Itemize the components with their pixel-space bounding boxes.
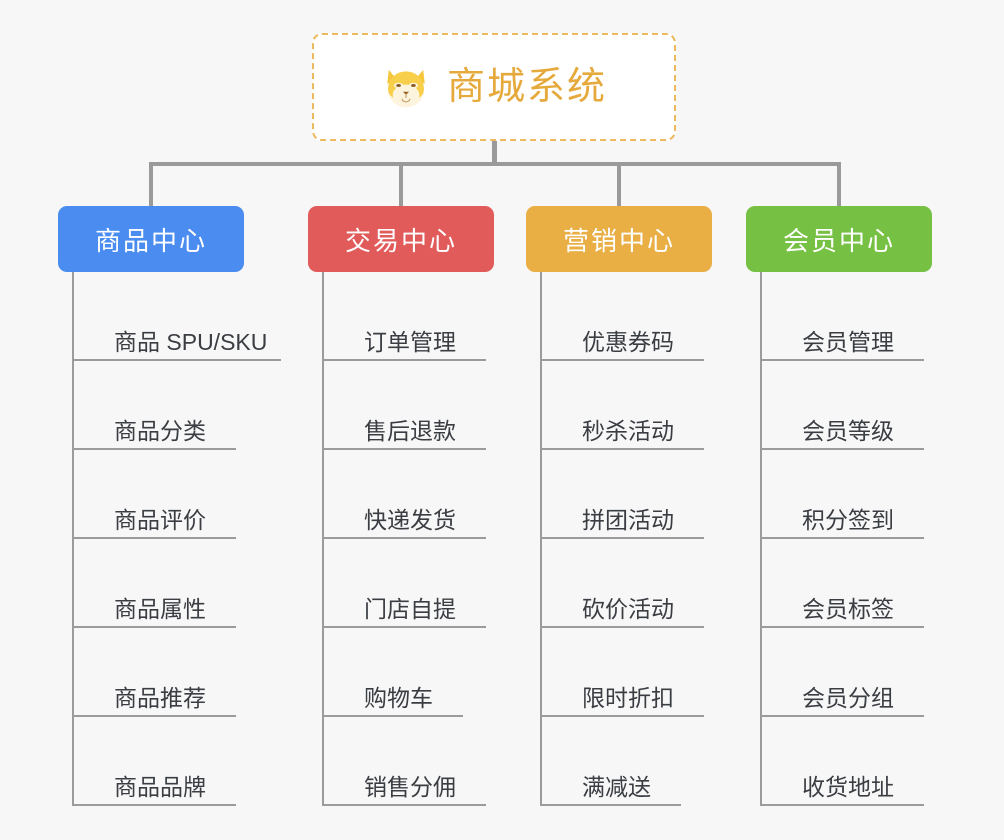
leaf-label: 销售分佣 — [364, 773, 456, 800]
branch-head-label: 交易中心 — [344, 225, 457, 256]
leaf-underline — [324, 359, 486, 361]
leaf-underline — [74, 359, 281, 361]
branch-column: 会员中心 会员管理 会员等级 积分签到 会员标签 会员分组 — [746, 206, 932, 806]
leaf-label: 订单管理 — [364, 328, 456, 355]
branch-column: 交易中心 订单管理 售后退款 快递发货 门店自提 购物车 — [308, 206, 494, 806]
leaf-underline — [542, 359, 704, 361]
list-item[interactable]: 会员分组 — [762, 628, 932, 717]
list-item[interactable]: 限时折扣 — [542, 628, 712, 717]
leaf-label: 商品评价 — [114, 506, 206, 533]
branch-head-label: 商品中心 — [94, 225, 207, 256]
leaf-label: 售后退款 — [364, 417, 456, 444]
list-item[interactable]: 收货地址 — [762, 717, 932, 806]
leaf-label: 购物车 — [364, 684, 433, 711]
leaf-list-1: 订单管理 售后退款 快递发货 门店自提 购物车 销售分佣 — [322, 272, 494, 806]
leaf-label: 门店自提 — [364, 595, 456, 622]
leaf-underline — [542, 448, 704, 450]
leaf-label: 满减送 — [582, 773, 651, 800]
branch-head-3[interactable]: 会员中心 — [746, 206, 932, 272]
leaf-label: 限时折扣 — [582, 684, 674, 711]
leaf-underline — [762, 804, 924, 806]
leaf-list-2: 优惠券码 秒杀活动 拼团活动 砍价活动 限时折扣 满减送 — [540, 272, 712, 806]
list-item[interactable]: 商品品牌 — [74, 717, 275, 806]
list-item[interactable]: 满减送 — [542, 717, 712, 806]
connector-drop-4 — [837, 162, 841, 208]
branch-column: 营销中心 优惠券码 秒杀活动 拼团活动 砍价活动 限时折扣 — [526, 206, 712, 806]
connector-drop-2 — [399, 162, 403, 208]
leaf-list-3: 会员管理 会员等级 积分签到 会员标签 会员分组 收货地址 — [760, 272, 932, 806]
branch-column: 商品中心 商品 SPU/SKU 商品分类 商品评价 商品属性 商品推荐 — [58, 206, 281, 806]
leaf-label: 会员分组 — [802, 684, 894, 711]
list-item[interactable]: 门店自提 — [324, 539, 494, 628]
list-item[interactable]: 订单管理 — [324, 272, 494, 361]
leaf-label: 秒杀活动 — [582, 417, 674, 444]
connector-horizontal-bus — [149, 162, 841, 166]
leaf-list-0: 商品 SPU/SKU 商品分类 商品评价 商品属性 商品推荐 商品品牌 — [72, 272, 281, 806]
leaf-underline — [74, 715, 236, 717]
list-item[interactable]: 快递发货 — [324, 450, 494, 539]
leaf-label: 商品品牌 — [114, 773, 206, 800]
leaf-underline — [74, 448, 236, 450]
leaf-underline — [762, 626, 924, 628]
list-item[interactable]: 积分签到 — [762, 450, 932, 539]
list-item[interactable]: 商品分类 — [74, 361, 275, 450]
leaf-underline — [542, 715, 704, 717]
branch-head-label: 会员中心 — [782, 225, 895, 256]
leaf-label: 会员等级 — [802, 417, 894, 444]
leaf-underline — [762, 359, 924, 361]
branch-head-1[interactable]: 交易中心 — [308, 206, 494, 272]
list-item[interactable]: 优惠券码 — [542, 272, 712, 361]
leaf-underline — [324, 715, 463, 717]
list-item[interactable]: 会员标签 — [762, 539, 932, 628]
list-item[interactable]: 商品推荐 — [74, 628, 275, 717]
list-item[interactable]: 拼团活动 — [542, 450, 712, 539]
list-item[interactable]: 砍价活动 — [542, 539, 712, 628]
leaf-label: 商品 SPU/SKU — [114, 328, 268, 355]
leaf-underline — [762, 537, 924, 539]
leaf-label: 拼团活动 — [582, 506, 674, 533]
list-item[interactable]: 销售分佣 — [324, 717, 494, 806]
list-item[interactable]: 会员管理 — [762, 272, 932, 361]
leaf-label: 优惠券码 — [582, 328, 674, 355]
leaf-underline — [324, 804, 486, 806]
connector-drop-1 — [149, 162, 153, 208]
list-item[interactable]: 商品 SPU/SKU — [74, 272, 281, 361]
leaf-label: 收货地址 — [802, 773, 894, 800]
leaf-label: 商品属性 — [114, 595, 206, 622]
leaf-underline — [324, 537, 486, 539]
list-item[interactable]: 秒杀活动 — [542, 361, 712, 450]
leaf-label: 会员管理 — [802, 328, 894, 355]
connector-root-stem — [492, 141, 497, 165]
leaf-underline — [74, 537, 236, 539]
leaf-underline — [74, 626, 236, 628]
leaf-underline — [74, 804, 236, 806]
leaf-label: 积分签到 — [802, 506, 894, 533]
leaf-underline — [324, 626, 486, 628]
leaf-label: 商品分类 — [114, 417, 206, 444]
leaf-underline — [762, 715, 924, 717]
leaf-underline — [542, 626, 704, 628]
list-item[interactable]: 售后退款 — [324, 361, 494, 450]
list-item[interactable]: 商品属性 — [74, 539, 275, 628]
branch-head-label: 营销中心 — [562, 225, 675, 256]
leaf-underline — [542, 804, 681, 806]
leaf-label: 快递发货 — [364, 506, 456, 533]
leaf-label: 砍价活动 — [582, 595, 674, 622]
list-item[interactable]: 会员等级 — [762, 361, 932, 450]
root-title: 商城系统 — [446, 66, 607, 108]
leaf-underline — [324, 448, 486, 450]
shiba-dog-icon — [381, 62, 431, 112]
connector-drop-3 — [617, 162, 621, 208]
leaf-label: 商品推荐 — [114, 684, 206, 711]
branch-head-2[interactable]: 营销中心 — [526, 206, 712, 272]
list-item[interactable]: 购物车 — [324, 628, 494, 717]
root-node[interactable]: 商城系统 — [312, 33, 676, 141]
branch-head-0[interactable]: 商品中心 — [58, 206, 244, 272]
leaf-underline — [542, 537, 704, 539]
leaf-label: 会员标签 — [802, 595, 894, 622]
leaf-underline — [762, 448, 924, 450]
list-item[interactable]: 商品评价 — [74, 450, 275, 539]
